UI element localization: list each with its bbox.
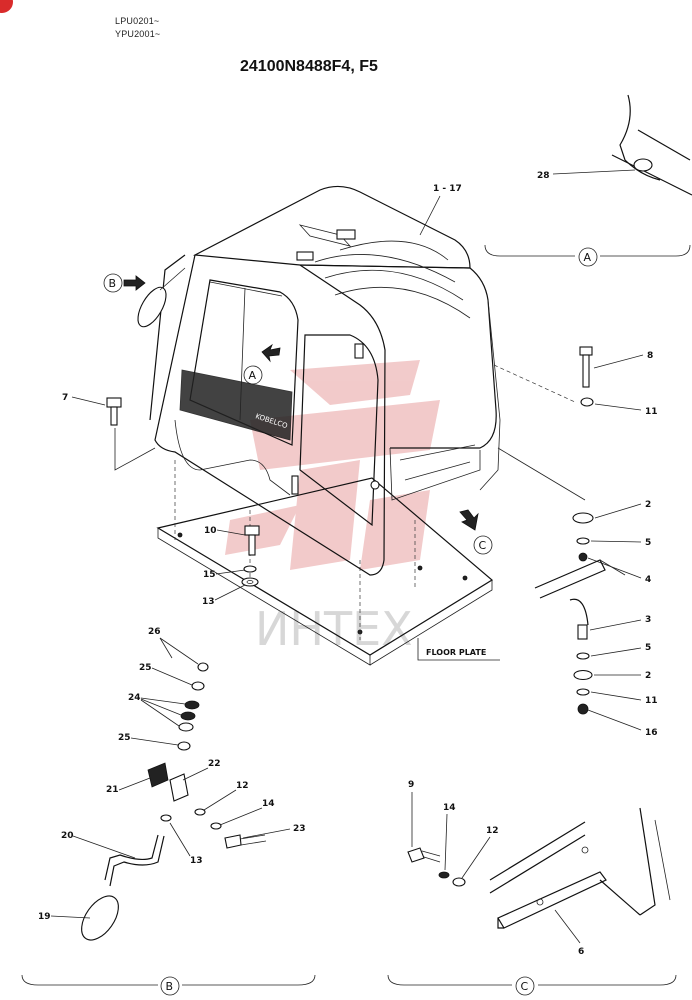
callout-9: 9 [408,780,414,790]
serial-range-1: LPU0201~ [115,16,160,26]
watermark-text: ИНТЕХ [255,602,413,656]
callout-2a: 2 [645,500,651,510]
callout-12a: 12 [236,781,249,791]
page-title: 24100N8488F4, F5 [240,58,378,75]
callout-15: 15 [203,570,216,580]
view-b-detail [81,662,267,941]
callout-5a: 5 [645,538,651,548]
corner-badge [0,0,13,13]
callout-3: 3 [645,615,651,625]
callout-20: 20 [61,831,74,841]
view-a-marker: A [249,369,257,382]
callout-11a: 11 [645,407,658,417]
bolt-7 [106,397,122,426]
callout-6: 6 [578,947,584,957]
bolt-8 [579,346,593,388]
callout-28: 28 [537,171,550,181]
callout-2b: 2 [645,671,651,681]
callout-16: 16 [645,728,658,738]
callout-25a: 25 [139,663,152,673]
callout-19: 19 [38,912,51,922]
callout-23: 23 [293,824,306,834]
view-c-label: C [521,980,529,993]
floor-plate-label: FLOOR PLATE [426,648,486,657]
view-c-marker: C [479,539,487,552]
watermark-logo [225,360,440,570]
callout-22: 22 [208,759,221,769]
callout-21: 21 [106,785,119,795]
callout-12b: 12 [486,826,499,836]
callout-24: 24 [128,693,141,703]
mount-bracket [534,559,626,626]
callout-14b: 14 [443,803,456,813]
floor-plate [156,477,494,666]
callout-4: 4 [645,575,651,585]
callout-14a: 14 [262,799,275,809]
view-c-detail [407,807,671,929]
callout-7: 7 [62,393,68,403]
callout-8: 8 [647,351,653,361]
callout-25b: 25 [118,733,131,743]
callout-10: 10 [204,526,217,536]
view-b-marker: B [109,277,117,290]
callout-13b: 13 [190,856,203,866]
callout-11b: 11 [645,696,658,706]
view-a-detail [611,94,692,196]
view-b-label: B [166,980,174,993]
callout-26: 26 [148,627,161,637]
view-a-label: A [584,251,592,264]
callout-13a: 13 [202,597,215,607]
bolt-10 [244,525,260,556]
cab-assembly: KOBELCO [149,185,501,576]
callout-5b: 5 [645,643,651,653]
callout-1-17: 1 - 17 [433,184,462,194]
serial-range-2: YPU2001~ [115,29,161,39]
